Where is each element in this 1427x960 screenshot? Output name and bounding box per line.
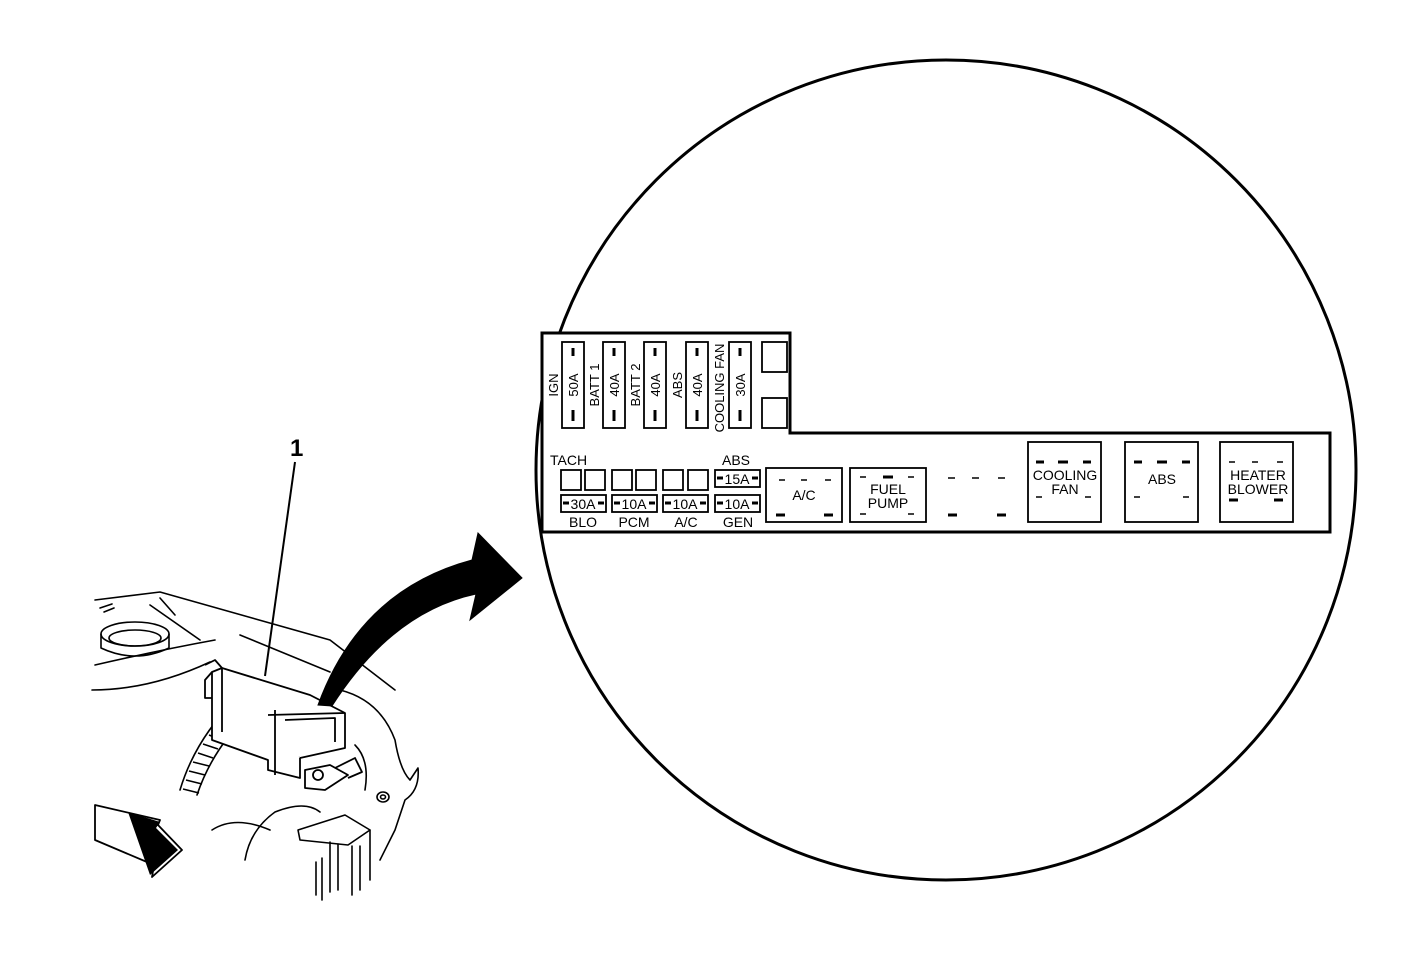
- relay-label-cooling-fan: COOLING: [1033, 467, 1098, 483]
- relay-label-fuel-pump: FUEL: [870, 481, 906, 497]
- callout-leader-line: [264, 461, 296, 677]
- mini-fuse-label-abs: ABS: [722, 452, 750, 468]
- relay-label-cooling-fan: FAN: [1051, 481, 1078, 497]
- mini-fuse-rating: 10A: [725, 496, 751, 512]
- maxi-fuse-name: BATT 1: [587, 364, 602, 407]
- mini-fuse-rating: 30A: [571, 496, 597, 512]
- mini-fuse-name: GEN: [723, 514, 753, 530]
- mini-fuse-cavities: [560, 469, 761, 513]
- maxi-fuse-name: ABS: [670, 372, 685, 398]
- relay-label-abs: ABS: [1148, 471, 1176, 487]
- relay-label-heater-blower: BLOWER: [1228, 481, 1289, 497]
- mini-fuse-name: PCM: [618, 514, 649, 530]
- front-direction-arrow: [94, 804, 183, 878]
- maxi-fuse-rating: 40A: [607, 373, 622, 396]
- magnify-arrow: [317, 531, 523, 707]
- maxi-fuse-name: BATT 2: [628, 364, 643, 407]
- mini-fuse-name: A/C: [674, 514, 697, 530]
- maxi-fuse-rating: 30A: [733, 373, 748, 396]
- relay-label-heater-blower: HEATER: [1230, 467, 1286, 483]
- maxi-fuse-name: IGN: [546, 373, 561, 396]
- relay-label-ac: A/C: [792, 487, 815, 503]
- mini-fuse-rating-abs: 15A: [725, 471, 751, 487]
- underhood-fuse-block: [204, 659, 363, 791]
- maxi-fuse-rating: 40A: [648, 373, 663, 396]
- callout-number: 1: [290, 435, 303, 462]
- relay-label-fuel-pump: PUMP: [868, 495, 908, 511]
- relay-outlines: [765, 441, 1294, 523]
- maxi-fuse-rating: 40A: [690, 373, 705, 396]
- fuse-panel-outline: [540, 331, 1332, 534]
- mini-fuse-rating: 10A: [622, 496, 648, 512]
- engine-compartment-sketch: [91, 591, 420, 901]
- maxi-fuse-rating: 50A: [566, 373, 581, 396]
- mini-fuse-label-tach: TACH: [550, 452, 587, 468]
- relay-terminal-marks: [776, 460, 1283, 517]
- mini-fuse-rating: 10A: [673, 496, 699, 512]
- maxi-fuse-name: COOLING FAN: [712, 344, 727, 433]
- maxi-fuse-row: [561, 341, 788, 429]
- mini-fuse-name: BLO: [569, 514, 597, 530]
